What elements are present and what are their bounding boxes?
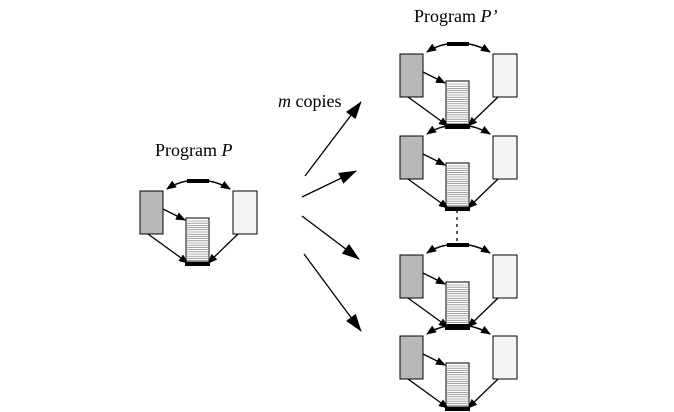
top-bar (447, 124, 469, 128)
right-to-base-arrow (467, 96, 499, 127)
program-p-prime-copy-3 (399, 243, 518, 330)
program-p2-prime: ’ (492, 6, 498, 26)
left-to-base-arrow (407, 96, 449, 127)
program-p-prime-copy-2 (399, 124, 518, 211)
program-p-prime-copy-1 (399, 42, 518, 129)
middle-block-base (185, 262, 210, 266)
left-block (399, 335, 424, 380)
right-to-base-arrow (467, 178, 499, 209)
program-p2-prefix: Program (414, 6, 481, 26)
top-arrow-left (426, 125, 448, 135)
left-to-base-arrow (407, 178, 449, 209)
top-arrow-left (166, 180, 188, 190)
copies-text: copies (291, 91, 341, 111)
top-arrow-right (468, 43, 491, 53)
top-arrow-right (208, 180, 231, 190)
left-to-base-arrow (407, 297, 449, 328)
right-to-base-arrow (467, 378, 499, 409)
program-p-title: Program P (155, 140, 233, 160)
middle-block (185, 217, 210, 263)
left-to-middle-arrow (422, 71, 446, 84)
right-to-base-arrow (467, 297, 499, 328)
fan-out-arrows (301, 101, 362, 332)
program-p-module (139, 179, 258, 266)
top-bar (447, 243, 469, 247)
copy-arrow-3 (301, 215, 360, 260)
middle-block (445, 362, 470, 408)
top-arrow-left (426, 325, 448, 335)
left-to-base-arrow (407, 378, 449, 409)
middle-block (445, 281, 470, 327)
program-p-var: P (221, 140, 233, 160)
middle-block-base (445, 407, 470, 411)
top-arrow-right (468, 325, 491, 335)
right-to-base-arrow (207, 233, 239, 264)
top-arrow-right (468, 125, 491, 135)
top-bar (187, 179, 209, 183)
top-arrow-right (468, 244, 491, 254)
left-to-middle-arrow (422, 153, 446, 166)
left-to-middle-arrow (422, 353, 446, 366)
left-block (399, 135, 424, 180)
left-block (399, 254, 424, 299)
left-to-middle-arrow (162, 208, 186, 221)
top-bar (447, 42, 469, 46)
top-arrow-left (426, 244, 448, 254)
copy-arrow-4 (303, 253, 362, 332)
m-copies-label: m copies (278, 91, 341, 111)
top-bar (447, 324, 469, 328)
top-arrow-left (426, 43, 448, 53)
program-p-prefix: Program (155, 140, 222, 160)
right-block (232, 190, 258, 235)
program-p2-var: P (480, 6, 492, 26)
middle-block (445, 80, 470, 126)
left-to-base-arrow (147, 233, 189, 264)
left-to-middle-arrow (422, 272, 446, 285)
middle-block (445, 162, 470, 208)
left-block (139, 190, 164, 235)
right-block (492, 335, 518, 380)
program-p-prime-title: Program P’ (414, 6, 498, 26)
program-modules (139, 42, 518, 411)
right-block (492, 254, 518, 299)
left-block (399, 53, 424, 98)
middle-block-base (445, 207, 470, 211)
copy-arrow-1 (304, 101, 362, 177)
right-block (492, 53, 518, 98)
right-block (492, 135, 518, 180)
copies-var: m (278, 91, 291, 111)
program-p-prime-copy-4 (399, 324, 518, 411)
copy-arrow-2 (301, 170, 357, 198)
